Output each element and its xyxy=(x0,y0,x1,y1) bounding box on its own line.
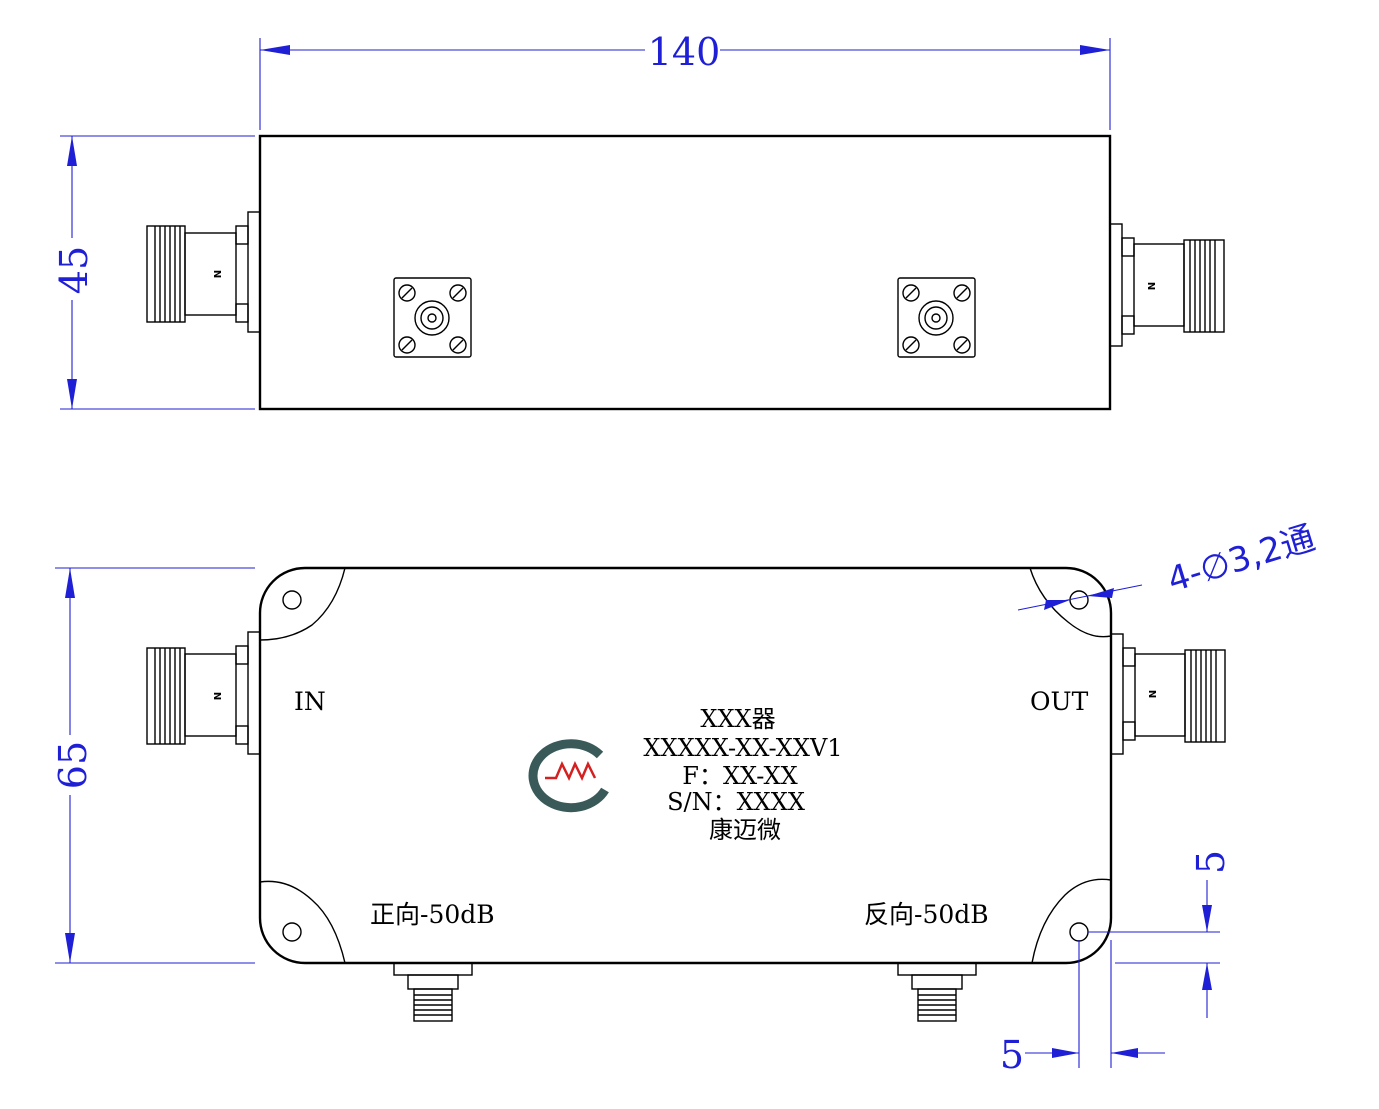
label-model-number: XXXXX-XX-XXV1 xyxy=(643,734,842,762)
bottom-left-n-connector: N xyxy=(146,631,261,755)
top-left-connector-mark: N xyxy=(213,270,224,278)
top-sma-flange-reverse xyxy=(897,277,976,358)
top-right-connector-mark: N xyxy=(1147,282,1158,290)
label-serial-number: S/N：XXXX xyxy=(667,788,805,816)
top-view: N N xyxy=(52,30,1225,411)
dim-offset-vertical-label: 5 xyxy=(1189,850,1233,874)
dim-offset-horizontal-5: 5 xyxy=(1000,940,1165,1077)
label-frequency: F：XX-XX xyxy=(682,762,797,790)
bottom-sma-forward xyxy=(393,962,473,1022)
dim-hole-spec-label: 4-∅3,2通 xyxy=(1163,518,1320,601)
port-label-in: IN xyxy=(294,687,326,716)
dim-height-45: 45 xyxy=(52,135,255,410)
top-sma-flange-forward xyxy=(393,277,472,358)
bottom-view: N N xyxy=(51,518,1320,1077)
dim-height-bottom-label: 65 xyxy=(51,741,95,789)
label-product-name: XXX器 xyxy=(700,705,775,733)
mount-hole-top-left xyxy=(282,590,302,610)
top-right-n-connector: N xyxy=(1109,223,1225,347)
top-left-n-connector: N xyxy=(146,211,261,333)
bottom-right-n-connector: N xyxy=(1110,633,1226,755)
port-label-out: OUT xyxy=(1030,687,1089,716)
bottom-right-connector-mark: N xyxy=(1148,690,1159,698)
dim-height-top-label: 45 xyxy=(52,246,96,294)
dim-height-65: 65 xyxy=(51,567,255,964)
dim-offset-vertical-5: 5 xyxy=(1088,850,1233,1018)
mount-hole-bottom-right xyxy=(1069,922,1089,942)
dim-hole-spec: 4-∅3,2通 xyxy=(1017,518,1320,611)
company-logo xyxy=(528,739,609,813)
mount-hole-top-right xyxy=(1069,590,1089,610)
label-reverse-coupling: 反向-50dB xyxy=(864,900,989,929)
label-forward-coupling: 正向-50dB xyxy=(370,900,495,929)
bottom-left-connector-mark: N xyxy=(213,692,224,700)
dim-width-140: 140 xyxy=(259,30,1111,130)
label-manufacturer: 康迈微 xyxy=(709,816,781,844)
top-body xyxy=(258,134,1112,411)
dim-width-label: 140 xyxy=(648,30,721,74)
bottom-lid-outline xyxy=(259,567,1112,964)
bottom-sma-reverse xyxy=(897,962,977,1022)
mount-hole-bottom-left xyxy=(282,922,302,942)
dim-offset-horizontal-label: 5 xyxy=(1000,1033,1024,1077)
